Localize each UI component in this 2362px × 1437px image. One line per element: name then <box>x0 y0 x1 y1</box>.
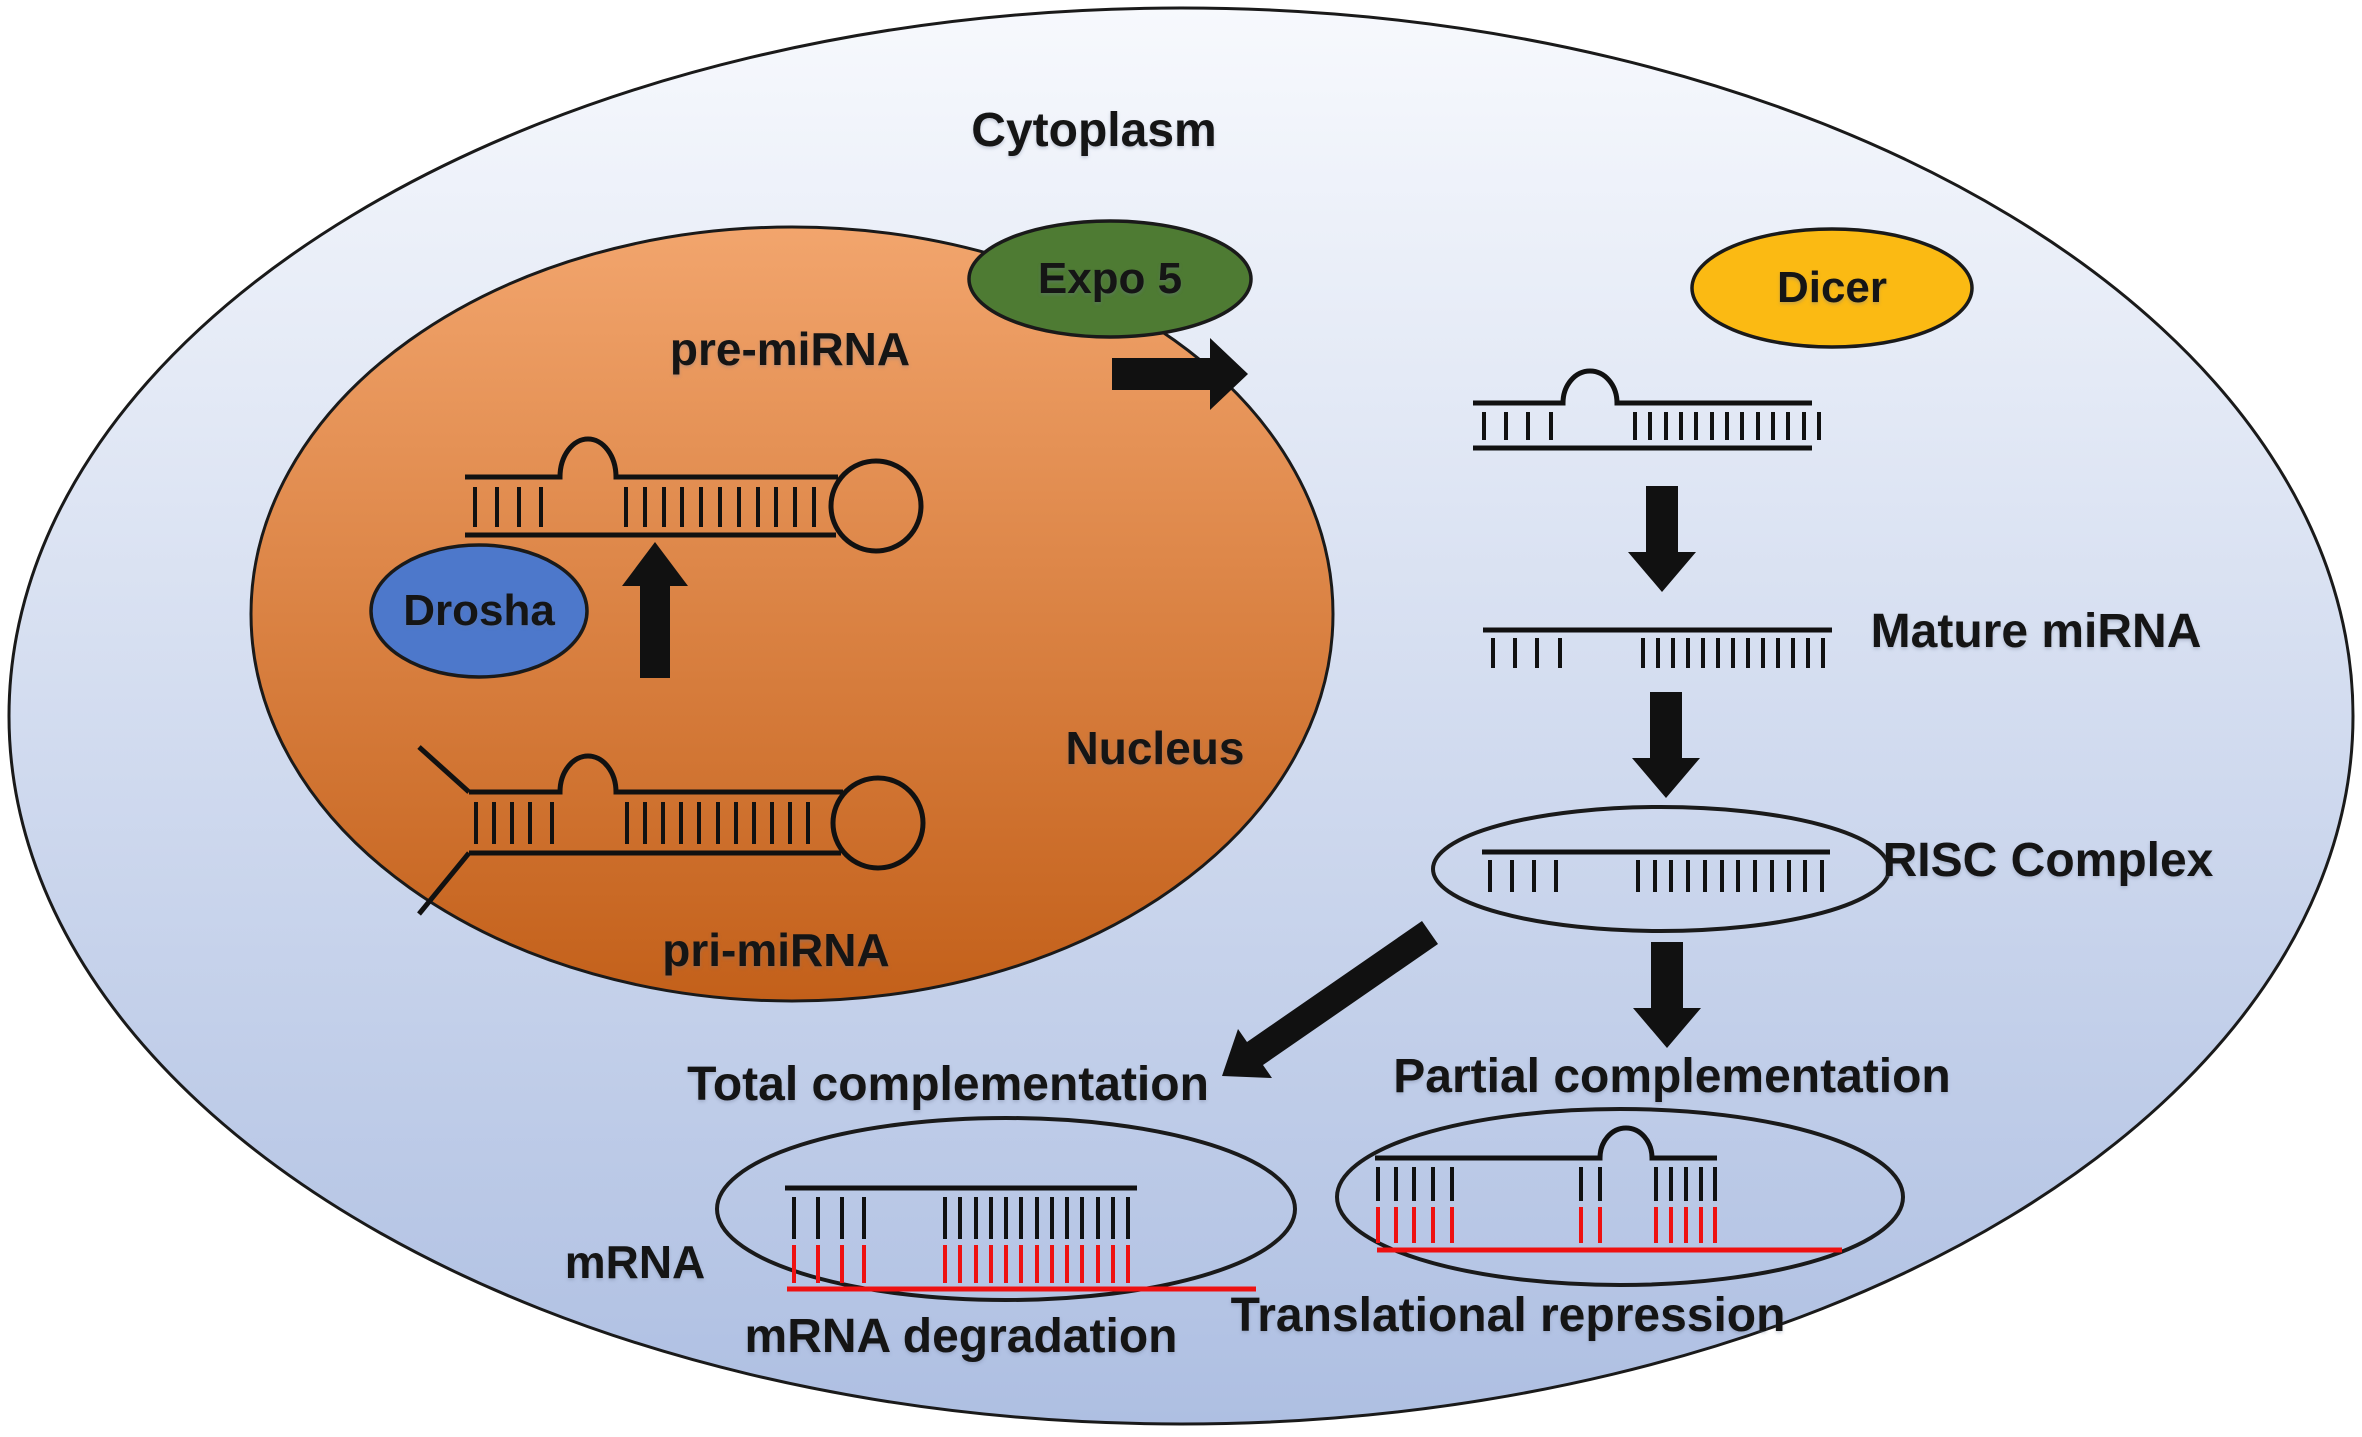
nucleus-label: Nucleus <box>1065 722 1245 774</box>
translational-repression-label: Translational repression <box>1230 1289 1786 1342</box>
expo5-label: Expo 5 <box>1037 254 1183 303</box>
down-arrow-icon-dicer <box>1628 486 1696 592</box>
drosha-ellipse <box>369 543 589 679</box>
nucleus-shape <box>249 225 1335 1003</box>
mature-mirna-label: Mature miRNA <box>1870 605 2202 658</box>
expo5-ellipse <box>967 219 1253 339</box>
dicer-ellipse <box>1690 227 1974 349</box>
cytoplasm-label: Cytoplasm <box>971 104 1217 157</box>
risc-complex-shape <box>1431 805 1891 933</box>
up-arrow-icon <box>622 542 688 678</box>
mrna-degradation-label: mRNA degradation <box>744 1310 1178 1363</box>
partial-complementation-shape <box>1335 1107 1905 1287</box>
cytoplasmic-premirna-duplex <box>1473 368 1821 451</box>
down-arrow-icon-partial <box>1633 942 1701 1048</box>
dicer-label: Dicer <box>1776 263 1888 312</box>
pri-mirna-hairpin <box>417 745 926 916</box>
drosha-label: Drosha <box>403 586 555 635</box>
total-complementation-shape <box>715 1116 1297 1302</box>
total-complementation-label: Total complementation <box>687 1058 1209 1111</box>
pre-mirna-hairpin <box>465 436 924 554</box>
down-arrow-icon-risc <box>1632 692 1700 798</box>
mature-mirna-strand <box>1483 627 1832 668</box>
pre-mirna-label: pre-miRNA <box>669 323 911 375</box>
risc-complex-label: RISC Complex <box>1882 834 2214 887</box>
export-right-arrow-icon <box>1112 338 1248 410</box>
pri-mirna-label: pri-miRNA <box>662 924 890 976</box>
mrna-label: mRNA <box>564 1236 706 1288</box>
diagonal-arrow-icon-total <box>1222 921 1438 1078</box>
partial-complementation-label: Partial complementation <box>1393 1050 1951 1103</box>
